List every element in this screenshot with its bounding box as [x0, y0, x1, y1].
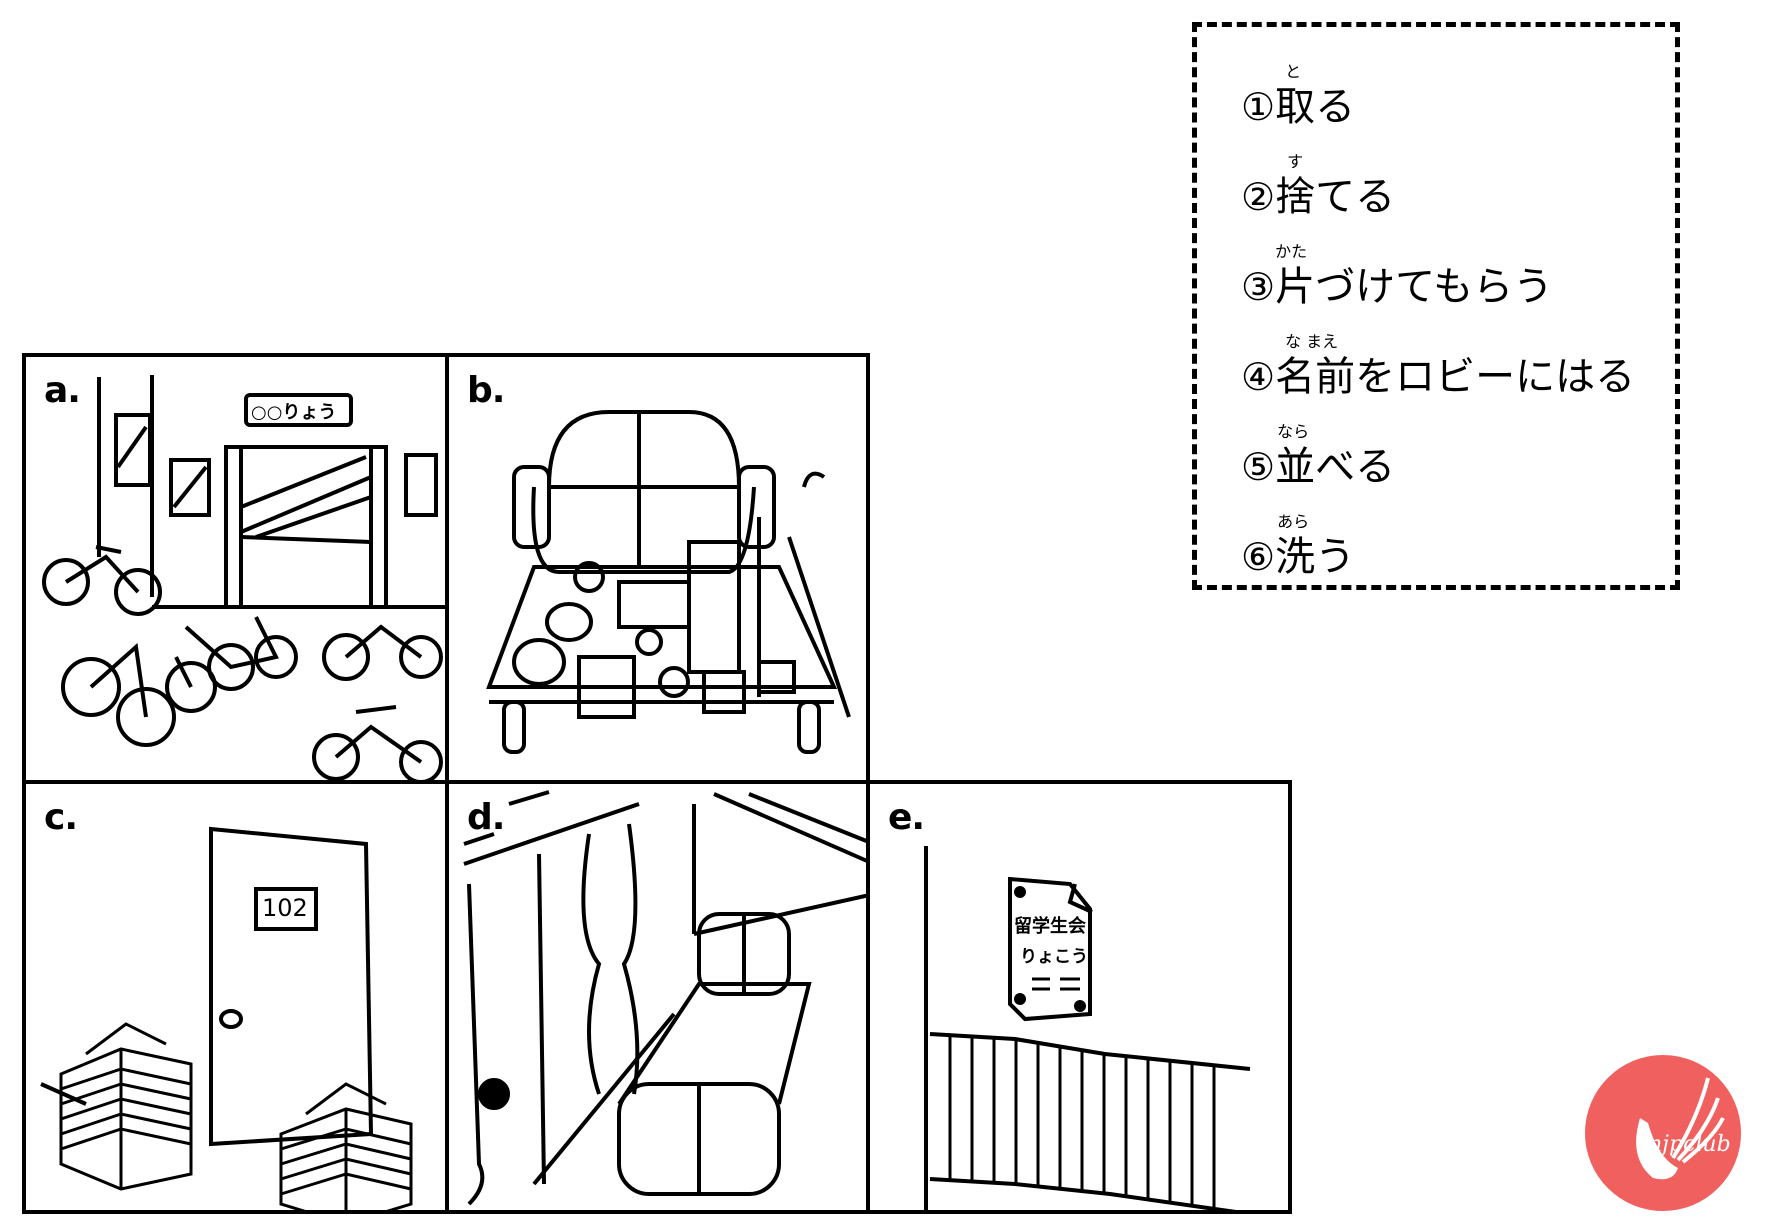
okurigana: づけてもらう — [1315, 264, 1554, 310]
door-number: 102 — [262, 894, 308, 922]
panel-c: c. 102 — [22, 780, 449, 1214]
panel-label: e. — [888, 797, 925, 838]
vocab-item-3: ③ かた片づけてもらう — [1241, 244, 1554, 310]
door-newspapers-illustration — [40, 826, 413, 1210]
dorm-sign-text: ○○りょう — [251, 402, 337, 423]
panel-a: a. ○○りょう — [22, 353, 449, 784]
panel-b: b. — [445, 353, 870, 784]
furigana: かた — [1275, 242, 1308, 261]
kanji: 片 — [1275, 264, 1316, 310]
furigana: あら — [1277, 512, 1310, 531]
item-number: ④ — [1241, 355, 1276, 399]
kanji: 名前 — [1275, 354, 1356, 400]
bicycles-illustration — [42, 375, 445, 780]
logo-circle-icon — [1585, 1055, 1741, 1211]
logo-text: njpclub — [1648, 1132, 1731, 1157]
furigana: と — [1285, 62, 1302, 81]
okurigana: べる — [1315, 444, 1396, 490]
okurigana: をロビーにはる — [1355, 354, 1636, 400]
okurigana: う — [1315, 534, 1356, 580]
poster-title: 留学生会 — [1014, 916, 1086, 937]
cluttered-lobby-illustration — [486, 410, 851, 754]
furigana: なら — [1277, 422, 1310, 441]
wall-poster-illustration — [924, 846, 1251, 1210]
kanji: 捨 — [1275, 174, 1316, 220]
furigana: な まえ — [1285, 332, 1339, 351]
panel-d: d. — [445, 780, 870, 1214]
item-number: ⑥ — [1241, 535, 1276, 579]
furigana: す — [1287, 152, 1304, 171]
panel-label: b. — [467, 370, 505, 411]
kanji: 取 — [1275, 84, 1316, 130]
poster-subtitle: りょこう — [1020, 947, 1088, 967]
kanji: 洗 — [1275, 534, 1316, 580]
panel-label: d. — [467, 797, 505, 838]
kanji: 並 — [1275, 444, 1316, 490]
item-number: ⑤ — [1241, 445, 1276, 489]
okurigana: てる — [1315, 174, 1396, 220]
panel-label: a. — [44, 370, 81, 411]
item-number: ② — [1241, 175, 1276, 219]
njpclub-logo: njpclub — [1578, 1048, 1748, 1218]
item-number: ① — [1241, 85, 1276, 129]
vocab-item-4: ④ な まえ名前をロビーにはる — [1241, 334, 1636, 400]
dirty-lounge-illustration — [463, 790, 866, 1206]
okurigana: る — [1315, 84, 1356, 130]
item-number: ③ — [1241, 265, 1276, 309]
panel-label: c. — [44, 797, 78, 838]
panel-e: e. 留学生会 りょこう — [866, 780, 1292, 1214]
